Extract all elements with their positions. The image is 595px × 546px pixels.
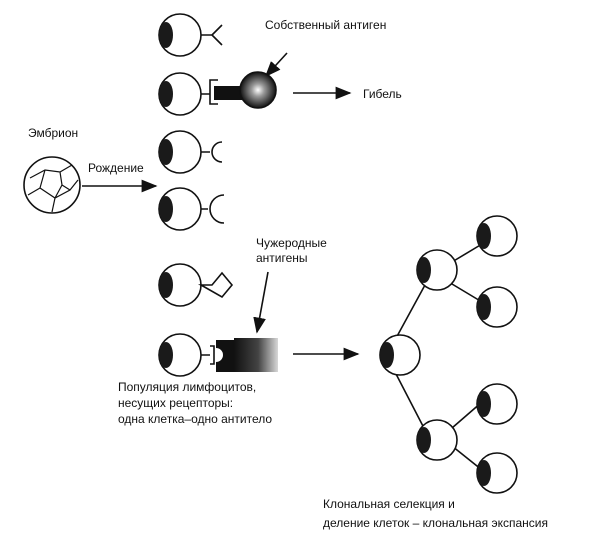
clone-cell-1 [476,215,518,257]
notch-receptor-icon [201,345,215,365]
y-receptor-icon [201,24,223,46]
selected-cell [379,334,421,376]
embryo-cell [23,156,81,214]
clone-cell-2 [476,286,518,328]
self-antigen-label: Собственный антиген [265,18,386,32]
wide-cup-receptor-icon [201,194,225,224]
self-antigen-arrow [264,52,288,78]
foreign-antigen-arrow [253,271,269,334]
embryo-label: Эмбрион [28,126,78,140]
death-label: Гибель [363,87,402,101]
lymphocyte-3 [158,130,223,174]
bound-receptor-shape [216,340,236,372]
lymphocyte-2 [158,71,277,116]
foreign-antigens-line1: Чужеродные [256,236,327,250]
clonal-line1: Клональная селекция и [323,497,455,511]
population-line1: Популяция лимфоцитов, [118,380,256,394]
clonal-line2: деление клеток – клональная экспансия [323,516,548,530]
cup-receptor-icon [201,141,223,163]
clonal-expansion-tree [379,215,518,494]
daughter-cell-bottom [416,419,458,461]
lymphocyte-6 [158,333,278,377]
daughter-cell-top [416,249,458,291]
foreign-antigen-icon [234,338,278,372]
diamond-receptor-icon [197,271,234,299]
birth-label: Рождение [88,161,144,175]
foreign-antigens-line2: антигены [256,251,308,265]
lymphocyte-4 [158,187,225,231]
self-antigen-icon [239,71,277,109]
clone-cell-3 [476,383,518,425]
population-line2: несущих рецепторы: [118,396,233,410]
clone-cell-4 [476,452,518,494]
lymphocyte-1 [158,13,223,57]
population-line3: одна клетка–одно антитело [118,412,272,426]
bracket-receptor-icon [201,79,218,105]
lymphocyte-5 [158,263,234,307]
